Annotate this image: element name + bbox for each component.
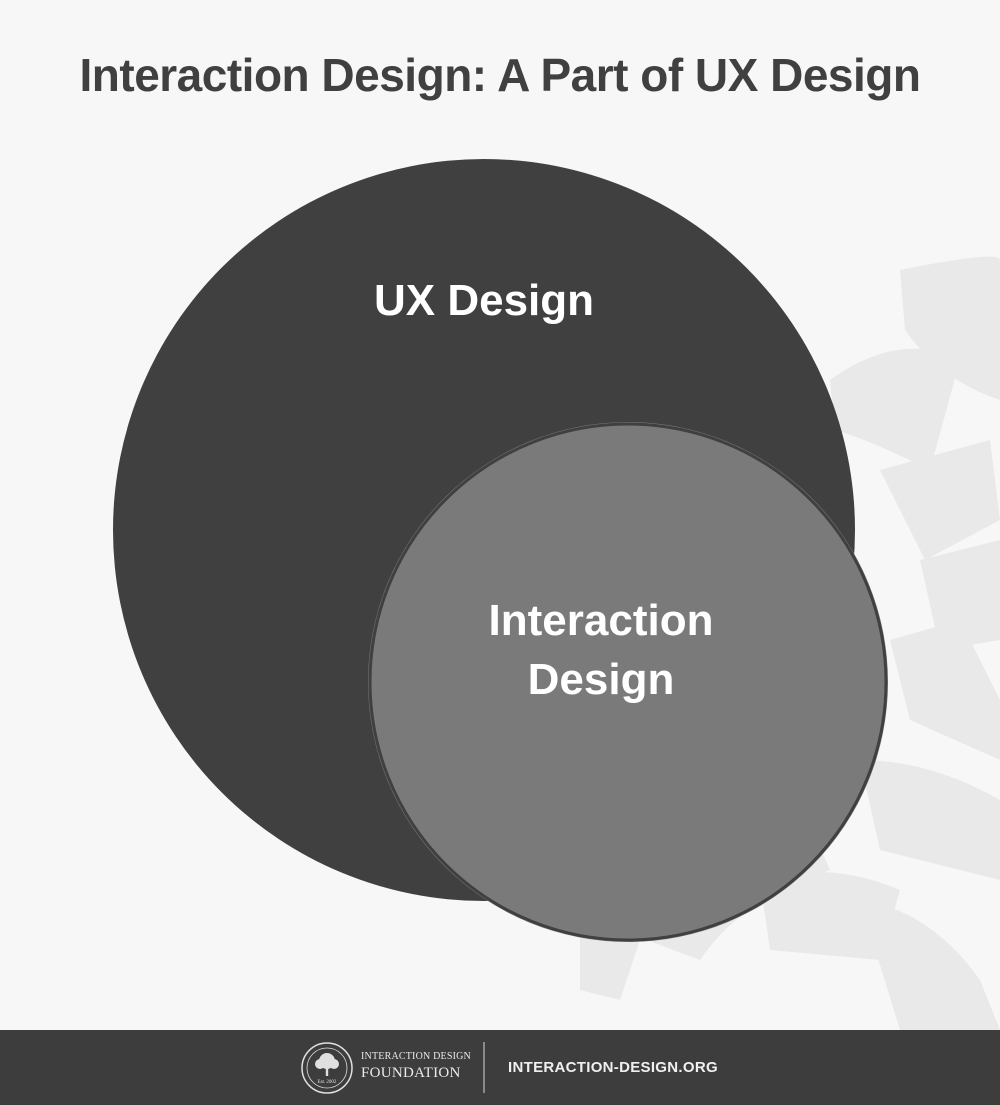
interaction-design-label-line1: Interaction [489, 596, 714, 645]
interaction-design-circle [368, 422, 888, 942]
page-title: Interaction Design: A Part of UX Design [79, 49, 921, 101]
diagram-canvas: UX Design Interaction Design Interaction… [79, 49, 1000, 1030]
idf-logo[interactable]: Est. 2002 [300, 1041, 354, 1095]
interaction-design-label-line2: Design [528, 655, 675, 704]
footer-bar: Est. 2002 INTERACTION DESIGN FOUNDATION … [0, 1030, 1000, 1105]
logo-line2: FOUNDATION [361, 1065, 461, 1081]
logo-wordmark: INTERACTION DESIGN FOUNDATION [361, 1052, 471, 1081]
tree-logo-icon: Est. 2002 [301, 1042, 353, 1094]
footer-divider [483, 1042, 485, 1093]
interaction-design-circle-outline [368, 422, 888, 942]
site-url-link[interactable]: INTERACTION-DESIGN.ORG [508, 1059, 718, 1076]
venn-diagram: UX Design Interaction Design [113, 159, 1000, 1030]
logo-est-text: Est. 2002 [318, 1080, 337, 1085]
logo-line1: INTERACTION DESIGN [361, 1051, 471, 1062]
ux-design-label: UX Design [374, 276, 594, 325]
